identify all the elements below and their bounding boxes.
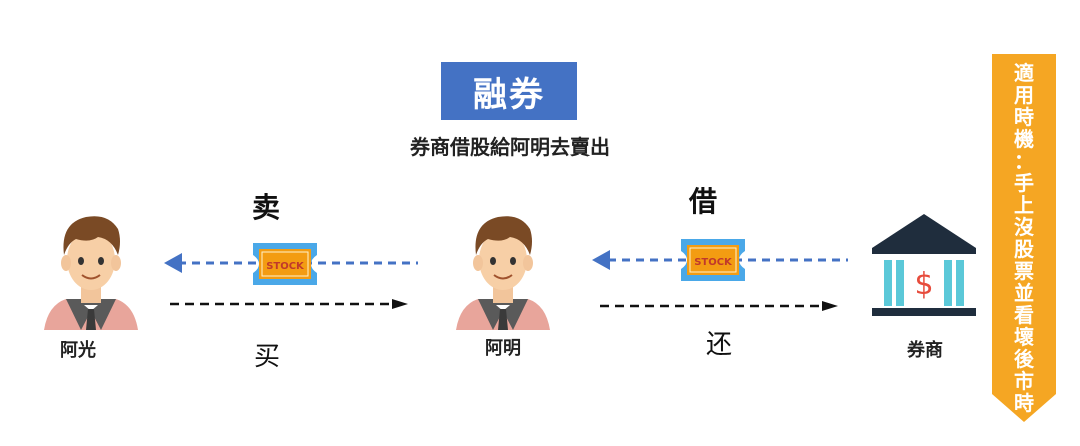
borrow-label: 借 <box>689 185 718 218</box>
usage-banner-text: 適 用 時 機 ： 手 上 沒 股 票 並 看 壞 後 市 時 <box>1014 61 1034 415</box>
person-icon <box>456 216 550 330</box>
banner-arrow-icon <box>992 54 1056 422</box>
buy-label: 买 <box>254 342 281 372</box>
stock-ticket-icon: STOCK <box>253 243 317 285</box>
dollar-icon: $ <box>914 267 933 302</box>
person-icon <box>44 216 138 330</box>
person-aguang-avatar <box>44 216 138 330</box>
person-aguang-label: 阿光 <box>60 340 96 361</box>
stock-ticket-text: STOCK <box>266 261 305 272</box>
person-aming-label: 阿明 <box>485 338 521 359</box>
usage-banner: 適 用 時 機 ： 手 上 沒 股 票 並 看 壞 後 市 時 <box>992 54 1056 422</box>
page-title: 融券 <box>441 62 577 120</box>
return-label: 还 <box>706 330 733 360</box>
bank-icon: $ <box>872 214 976 316</box>
stock-ticket-text: STOCK <box>694 257 733 268</box>
person-aming-avatar <box>456 216 550 330</box>
arrow-right-icon <box>822 301 838 311</box>
sell-label: 卖 <box>252 191 281 224</box>
stock-ticket-icon: STOCK <box>681 239 745 281</box>
arrow-right-icon <box>392 299 408 309</box>
arrow-left-icon <box>592 250 610 270</box>
broker-label: 券商 <box>907 340 943 361</box>
arrow-left-icon <box>164 253 182 273</box>
subtitle: 券商借股給阿明去賣出 <box>410 135 610 159</box>
